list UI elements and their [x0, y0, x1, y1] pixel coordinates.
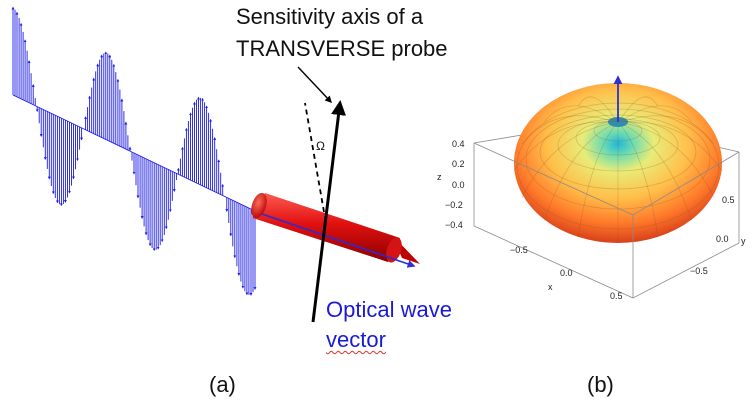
panel-a-caption: (a) [209, 372, 236, 397]
mesh-meridian [521, 115, 609, 145]
optical-wave-vector-label-word: vector [326, 327, 386, 352]
panel-b-caption: (b) [587, 372, 614, 397]
z-tick-label: 0.2 [452, 159, 465, 169]
x-tick-label: 0.5 [610, 291, 623, 301]
mesh-meridian [521, 123, 609, 198]
plot-box-front [473, 142, 740, 299]
mesh-meridian [621, 126, 659, 236]
optical-wave-vector-arrow [261, 213, 416, 268]
z-axis-label: z [437, 172, 442, 182]
mesh-meridian [544, 105, 612, 122]
mesh-meridian [577, 126, 615, 236]
y-axis-label: y [741, 236, 746, 246]
panel-b [473, 75, 740, 299]
optical-wave-vector-label-line1: Optical wave [326, 297, 452, 322]
y-tick-label: 0.0 [716, 234, 729, 244]
mesh-meridian [624, 125, 692, 221]
probe-cylinder-end [386, 237, 402, 263]
x-tick-label: 0.0 [560, 268, 573, 278]
z-tick-label: −0.4 [445, 220, 463, 230]
angle-omega-label: Ω [316, 139, 325, 153]
y-tick-label: −0.5 [690, 266, 708, 276]
mesh-meridian [621, 96, 659, 118]
mesh-meridian [627, 115, 715, 145]
label-pointer-arrow [297, 66, 332, 104]
sensitivity-axis-label-line2: TRANSVERSE probe [236, 36, 448, 61]
sensitivity-axis-label-line1: Sensitivity axis of a [236, 4, 424, 29]
y-tick-label: 0.5 [722, 195, 735, 205]
sensitivity-axis-arrow [311, 100, 346, 323]
probe-cylinder-body [253, 193, 400, 262]
z-tick-label: 0.4 [452, 139, 465, 149]
mesh-meridian [513, 121, 609, 172]
em-wave-field-vectors [11, 6, 257, 296]
transverse-probe-cylinder [251, 192, 420, 264]
z-tick-label: −0.2 [445, 200, 463, 210]
probe-cylinder-cap [251, 192, 267, 219]
mesh-meridian [577, 96, 615, 118]
reference-dashed-axis [304, 102, 325, 213]
mesh-meridian [624, 105, 692, 122]
mesh-meridian [544, 125, 612, 221]
radiation-pattern-torus [513, 75, 723, 243]
torus-body [514, 83, 722, 243]
panel-a [11, 6, 420, 323]
torus-mesh-lines [513, 93, 723, 241]
mesh-meridian [627, 121, 723, 172]
x-tick-label: −0.5 [510, 245, 528, 255]
optical-wave-vector-label-line2: vector [326, 327, 386, 353]
mesh-meridian [627, 123, 715, 198]
wave-baseline [12, 94, 256, 212]
z-tick-label: 0.0 [452, 180, 465, 190]
x-axis-label: x [548, 282, 553, 292]
